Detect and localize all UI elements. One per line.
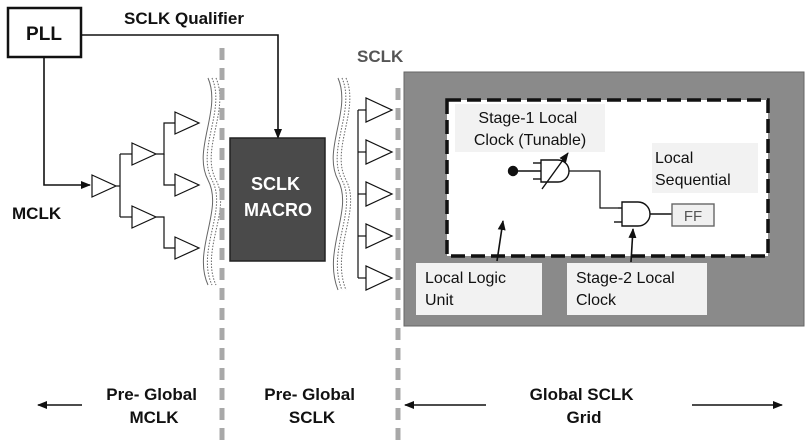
mclk-wire	[43, 57, 91, 189]
mclk-label: MCLK	[12, 204, 62, 223]
buffer-icon	[365, 223, 394, 249]
local-logic-unit-label: Local Logic Unit	[425, 270, 510, 309]
buffer-icon	[131, 142, 158, 166]
stage2-and-gate	[614, 201, 672, 227]
stage1-label: Stage-1 Local Clock (Tunable)	[474, 110, 586, 149]
sclk-qualifier-wire	[81, 34, 282, 139]
ff-box	[671, 203, 715, 227]
stage2-label-box	[567, 263, 707, 315]
buffer-icon	[365, 181, 394, 207]
buffer-icon	[365, 139, 394, 165]
local-logic-unit-arrow	[496, 220, 506, 262]
ff-label: FF	[684, 208, 702, 225]
buffer-icon	[91, 174, 118, 198]
stage1-clock-gate	[507, 152, 570, 190]
sclk-buffer-column	[357, 97, 394, 291]
boundary-squiggle	[202, 77, 221, 286]
pre-global-sclk-label: Pre- Global SCLK	[264, 385, 359, 427]
buffer-icon	[174, 173, 201, 197]
mclk-buffer-tree	[91, 111, 201, 260]
buffer-icon	[131, 205, 158, 229]
local-sequential-label: Local Sequential	[655, 150, 731, 189]
stage1-label-box	[455, 104, 605, 152]
stage2-arrow	[628, 228, 637, 263]
buffer-icon	[365, 97, 394, 123]
sclk-qualifier-label: SCLK Qualifier	[124, 9, 244, 28]
stage1-to-stage2-wire	[569, 170, 618, 209]
stage2-label: Stage-2 Local Clock	[576, 270, 679, 309]
buffer-icon	[174, 111, 201, 135]
pre-global-mclk-label: Pre- Global MCLK	[106, 385, 201, 427]
sclk-macro-block	[229, 137, 326, 262]
sclk-macro-label: SCLK MACRO	[244, 174, 312, 220]
pll-label: PLL	[26, 24, 62, 45]
sclk-label: SCLK	[357, 47, 404, 66]
local-logic-unit-label-box	[416, 263, 542, 315]
boundary-squiggle	[332, 77, 351, 291]
buffer-icon	[365, 265, 394, 291]
buffer-icon	[174, 236, 201, 260]
pll-block	[6, 6, 83, 59]
local-sequential-label-box	[652, 143, 758, 193]
global-sclk-grid-label: Global SCLK Grid	[530, 385, 639, 427]
